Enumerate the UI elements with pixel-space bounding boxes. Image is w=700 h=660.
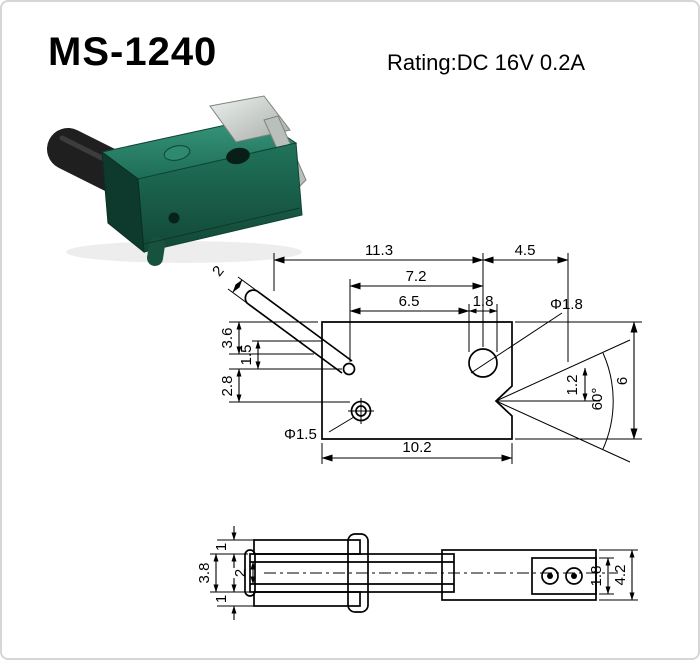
label-hole-right: Φ1.8 xyxy=(470,296,583,374)
dim-label-11-3: 11.3 xyxy=(365,242,393,259)
dim-label-6: 6 xyxy=(614,377,631,385)
terminal-rivet-1 xyxy=(541,567,559,585)
dim-plate-thickness: 2 xyxy=(232,561,256,585)
product-photo xyxy=(47,95,307,266)
photo-shadow xyxy=(66,241,302,263)
dim-total-width: 11.3 xyxy=(273,242,484,347)
top-face-hole xyxy=(226,147,250,165)
top-view-drawing: 11.3 4.5 7.2 6.5 1.8 xyxy=(209,242,642,464)
dim-body-height-side: 4.2 xyxy=(599,549,638,601)
dim-label-6-5: 6.5 xyxy=(399,293,420,310)
dim-label-2: 2 xyxy=(209,263,228,280)
dim-label-1-2: 1.2 xyxy=(564,375,581,396)
terminal-block-side xyxy=(531,557,597,595)
dim-label-4-5: 4.5 xyxy=(515,242,536,259)
dim-label-3-6: 3.6 xyxy=(219,328,236,349)
dim-left-lower: 2.8 xyxy=(219,368,350,403)
dim-arm-height: 3.8 xyxy=(196,553,252,593)
dim-lever-tip: 2 xyxy=(209,263,258,304)
dim-label-10-2: 10.2 xyxy=(402,439,431,456)
dim-label-2-side: 2 xyxy=(232,569,249,577)
front-seam-line xyxy=(143,207,301,245)
side-view-part-outline xyxy=(244,533,618,613)
dim-label-1-bottom: 1 xyxy=(213,595,230,603)
front-face-hole xyxy=(168,212,180,224)
switch-body-outline xyxy=(321,321,513,440)
lever-pivot-hole xyxy=(342,362,356,376)
model-title: MS-1240 xyxy=(48,30,218,74)
dim-label-1-5: 1.5 xyxy=(238,345,255,366)
side-view-drawing: 1 3.8 2 1 1.8 xyxy=(196,526,638,620)
notch-slant-upper xyxy=(495,339,631,402)
dim-flange-bottom: 1 xyxy=(213,578,260,620)
dim-label-1-top: 1 xyxy=(213,543,230,551)
dim-label-4-2: 4.2 xyxy=(612,565,629,586)
switch-left-face xyxy=(101,150,145,254)
dim-notch-half: 1.2 xyxy=(564,367,588,402)
dim-label-7-2: 7.2 xyxy=(406,268,427,285)
notch-slant-lower xyxy=(495,400,631,463)
terminal-rivet-2-center xyxy=(571,573,577,579)
dim-body-height: 6 xyxy=(515,321,642,440)
terminal-rivet-2 xyxy=(565,567,583,585)
top-face-bump xyxy=(163,145,191,161)
dim-terminal-height: 1.8 xyxy=(588,557,614,595)
dim-pivot-to-hole: 7.2 xyxy=(349,268,484,362)
upper-flange xyxy=(253,539,361,555)
dim-label-1-8-side: 1.8 xyxy=(588,566,605,587)
dim-left-mid: 1.5 xyxy=(238,340,322,370)
lower-flange xyxy=(253,591,361,607)
top-view-part-outline xyxy=(244,289,513,440)
notch-angle-construction xyxy=(495,339,631,463)
dim-label-60deg: 60° xyxy=(589,388,606,411)
dim-left-upper: 3.6 xyxy=(219,321,318,355)
label-hole-left: Φ1.5 xyxy=(284,416,355,443)
plunger-highlight xyxy=(59,135,107,162)
bottom-pin xyxy=(147,237,165,266)
dim-label-3-8: 3.8 xyxy=(196,563,213,584)
terminal-rivet-1-center xyxy=(547,573,553,579)
dim-label-2-8: 2.8 xyxy=(219,376,236,397)
dim-right-offset: 4.5 xyxy=(482,242,569,362)
pivot-rivet-side xyxy=(347,533,369,613)
lever-arm-outline xyxy=(244,289,353,374)
dim-label-phi-1-5: Φ1.5 xyxy=(284,426,317,443)
dim-label-phi-1-8: Φ1.8 xyxy=(550,296,583,313)
mount-hole-right xyxy=(468,348,498,378)
rating-text: Rating:DC 16V 0.2A xyxy=(387,50,586,75)
dim-pivot-to-hole-edge: 6.5 1.8 xyxy=(349,293,498,352)
dim-bottom-width: 10.2 xyxy=(321,439,513,464)
dim-label-1-8: 1.8 xyxy=(473,293,494,310)
